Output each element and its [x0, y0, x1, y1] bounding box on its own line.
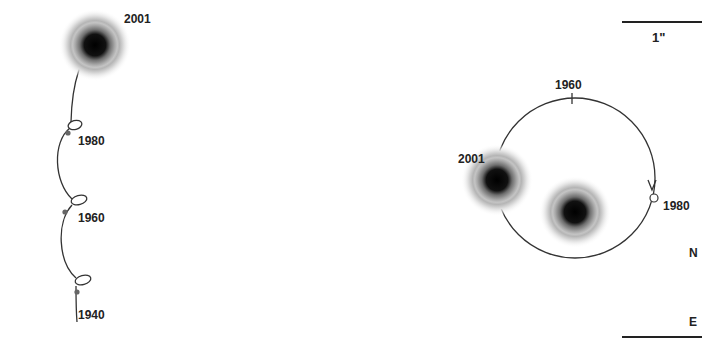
scale-label: 1"	[652, 31, 665, 44]
direction-arrow	[648, 180, 656, 190]
year-label: 2001	[124, 13, 151, 25]
year-label: 1940	[78, 309, 105, 321]
star-image	[539, 176, 611, 248]
year-label: 1960	[555, 79, 582, 91]
direction-label: N	[689, 247, 698, 259]
tick-mark	[571, 93, 572, 104]
star-image	[59, 9, 131, 81]
year-label: 2001	[458, 153, 485, 165]
scale-bar	[622, 21, 702, 23]
year-label: 1960	[78, 212, 105, 224]
year-label: 1980	[663, 200, 690, 212]
position-dot	[62, 209, 67, 214]
motion-path	[57, 45, 95, 322]
position-dot	[74, 289, 79, 294]
position-dot	[65, 130, 70, 135]
year-label: 1980	[78, 135, 105, 147]
position-marker	[650, 194, 658, 202]
direction-label: E	[689, 316, 697, 328]
scale-bar	[622, 336, 702, 338]
